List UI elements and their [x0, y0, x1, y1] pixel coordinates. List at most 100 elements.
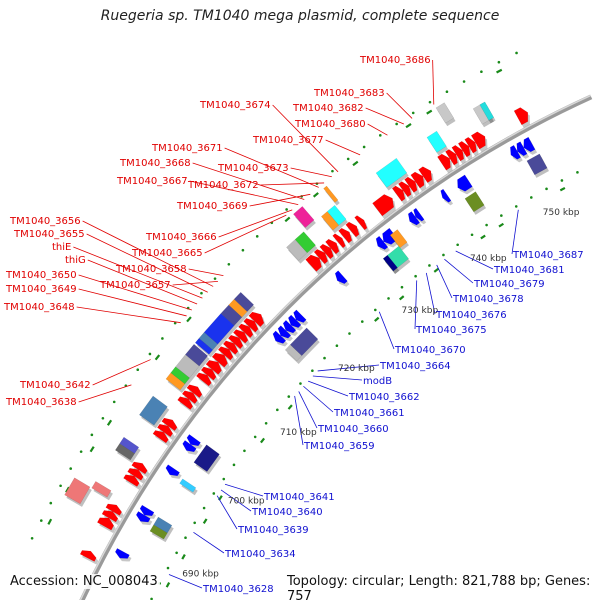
- reverse-leader-line: [220, 489, 252, 512]
- forward-feature-23: [114, 443, 135, 461]
- outer-dot-17: [241, 248, 245, 252]
- outer-dot-35: [30, 536, 34, 540]
- forward-cds-1: [470, 131, 486, 150]
- reverse-cds-7: [382, 227, 399, 245]
- outer-dot-31: [69, 467, 73, 470]
- inner-dot-6: [485, 223, 488, 227]
- forward-leader-line: [78, 288, 187, 317]
- inner-dot-3: [530, 196, 533, 199]
- inner-dot-33: [166, 566, 170, 570]
- scale-dots: [30, 51, 579, 600]
- forward-cds-24: [232, 329, 249, 344]
- reverse-gene-label: TM1040_3634: [224, 549, 296, 560]
- forward-gene-label: TM1040_3683: [313, 88, 385, 99]
- reverse-leader-line: [216, 495, 238, 530]
- trna-mark-inner-0: [559, 186, 566, 192]
- trna-mark-inner-9: [202, 518, 208, 524]
- forward-cds-33: [181, 390, 198, 405]
- outer-dot-10: [346, 157, 350, 161]
- forward-cds-13: [354, 215, 368, 231]
- outer-dot-7: [395, 122, 398, 126]
- reverse-leader-line: [298, 391, 318, 429]
- reverse-cds-13: [277, 325, 292, 339]
- forward-gene-label: TM1040_3669: [176, 201, 248, 212]
- forward-feature-8: [293, 205, 315, 229]
- forward-cds-36: [156, 423, 174, 438]
- outer-dot-16: [255, 235, 259, 238]
- forward-leader-line: [204, 214, 287, 254]
- inner-dot-25: [243, 449, 246, 453]
- forward-cds-25: [227, 334, 244, 350]
- reverse-cds-12: [282, 319, 297, 334]
- scale-label-700: 700 kbp: [228, 496, 265, 506]
- forward-cds-26: [222, 340, 239, 355]
- forward-gene-label: TM1040_3673: [217, 163, 289, 174]
- outer-dot-32: [59, 484, 62, 488]
- plasmid-backbone-highlight: [79, 94, 591, 600]
- inner-dot-32: [175, 551, 178, 555]
- forward-feature-11: [233, 291, 255, 312]
- trna-mark-outer-1: [426, 109, 433, 115]
- map-title: Ruegeria sp. TM1040 mega plasmid, comple…: [100, 8, 500, 24]
- reverse-cds-10: [293, 309, 307, 323]
- outer-dot-5: [428, 100, 432, 104]
- outer-dot-33: [49, 501, 53, 505]
- outer-dot-19: [213, 277, 217, 280]
- forward-cds-31: [195, 372, 212, 387]
- reverse-leader-line: [425, 272, 436, 315]
- reverse-cds-9: [334, 270, 348, 285]
- reverse-feature-8: [153, 516, 173, 534]
- reverse-gene-label: TM1040_3675: [415, 325, 487, 336]
- reverse-leader-line: [224, 483, 264, 497]
- forward-cds-4: [451, 144, 465, 162]
- reverse-feature-4: [382, 254, 398, 272]
- trna-mark-inner-5: [374, 316, 380, 322]
- forward-cds-11: [391, 185, 406, 202]
- forward-cds-3: [457, 140, 471, 158]
- plasmid-backbone: [79, 94, 593, 600]
- forward-leader-line: [172, 280, 218, 286]
- reverse-gene-label: TM1040_3662: [348, 392, 420, 403]
- forward-cds-27: [217, 346, 234, 361]
- reverse-gene-label: TM1040_3676: [435, 310, 507, 321]
- reverse-feature-9: [149, 524, 168, 540]
- forward-cds-38: [131, 461, 148, 475]
- forward-cds-14: [345, 221, 360, 238]
- forward-feature-3: [426, 130, 447, 153]
- forward-cds-37: [152, 430, 169, 444]
- reverse-feature-5: [289, 327, 319, 357]
- inner-dot-4: [514, 205, 518, 208]
- inner-dot-5: [500, 214, 503, 217]
- forward-leader-line: [78, 274, 192, 311]
- forward-cds-35: [161, 417, 178, 432]
- forward-gene-label: TM1040_3671: [151, 143, 223, 154]
- inner-dot-21: [287, 395, 291, 398]
- forward-cds-2: [464, 136, 477, 154]
- trna-mark-outer-2: [405, 123, 412, 129]
- inner-dot-17: [335, 344, 339, 348]
- reverse-feature-2: [389, 229, 408, 249]
- reverse-cds-19: [135, 511, 151, 523]
- forward-leader-line: [192, 162, 305, 200]
- inner-dot-35: [150, 597, 153, 600]
- forward-leader-line: [86, 233, 208, 293]
- forward-cds-5: [445, 149, 458, 166]
- inner-dot-14: [374, 308, 377, 312]
- reverse-cds-15: [186, 434, 201, 447]
- trna-mark-inner-3: [433, 267, 440, 273]
- forward-gene-label: TM1040_3656: [9, 216, 81, 227]
- topology-label: Topology: circular; Length: 821,788 bp; …: [285, 574, 600, 604]
- outer-dot-25: [136, 368, 140, 372]
- inner-dot-16: [348, 332, 351, 335]
- forward-leader-line: [76, 306, 181, 324]
- inner-dot-8: [456, 243, 459, 247]
- forward-cds-21: [248, 311, 265, 328]
- forward-feature-17: [184, 343, 209, 367]
- forward-cds-16: [332, 233, 346, 249]
- outer-dot-34: [39, 519, 43, 522]
- scale-label-740: 740 kbp: [470, 254, 507, 264]
- inner-dot-12: [400, 285, 404, 289]
- reverse-cds-20: [114, 547, 130, 559]
- forward-cds-8: [410, 171, 425, 189]
- reverse-gene-label: TM1040_3660: [317, 424, 389, 435]
